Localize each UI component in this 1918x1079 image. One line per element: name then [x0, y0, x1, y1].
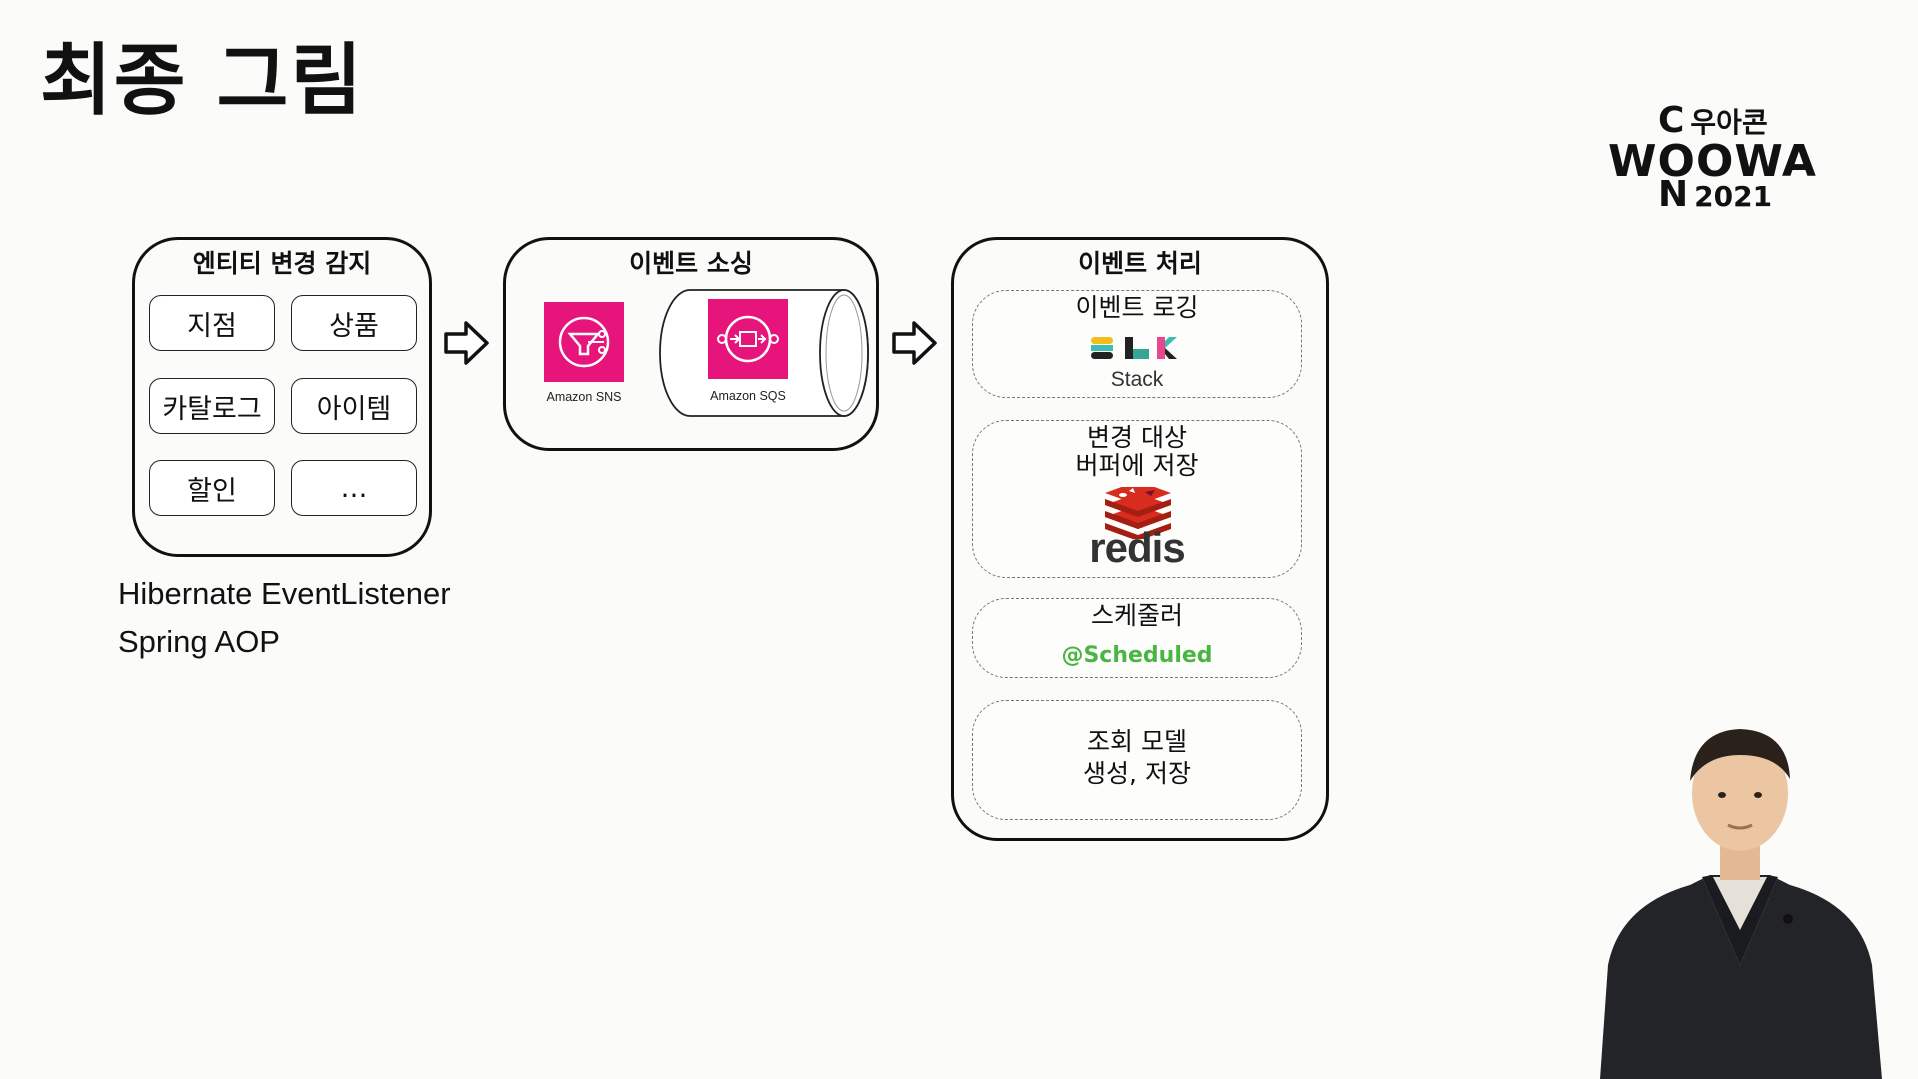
elk-stack-label: Stack [1110, 368, 1164, 391]
presenter-video [1600, 729, 1882, 1079]
entity-item: 할인 [149, 460, 275, 516]
slide-title: 최종 그림 [40, 36, 365, 126]
entity-change-title: 엔티티 변경 감지 [192, 249, 372, 278]
amazon-sqs-icon [708, 299, 788, 379]
entity-item: 카탈로그 [149, 378, 275, 434]
event-sourcing-title: 이벤트 소싱 [629, 249, 753, 278]
event-logging-title: 이벤트 로깅 [1075, 293, 1199, 322]
buffer-line1: 변경 대상 [1087, 423, 1187, 452]
entity-change-box: 엔티티 변경 감지 지점 상품 카탈로그 아이템 할인 … [132, 237, 432, 557]
elk-logo-icon [1091, 337, 1177, 359]
logo-woowa: WOOWA [1608, 136, 1817, 187]
caption-hibernate: Hibernate EventListener [118, 576, 451, 611]
amazon-sqs-label: Amazon SQS [710, 389, 786, 403]
event-logging-box: 이벤트 로깅 Stack [972, 290, 1302, 398]
event-processing-box: 이벤트 처리 이벤트 로깅 Stack 변경 대상 버퍼에 저장 [951, 237, 1329, 841]
read-model-line1: 조회 모델 [1087, 727, 1187, 756]
scheduler-box: 스케줄러 @Scheduled [972, 598, 1302, 678]
buffer-store-box: 변경 대상 버퍼에 저장 redis [972, 420, 1302, 578]
arrow-right-icon [444, 321, 489, 365]
logo-c: C [1658, 100, 1685, 141]
logo-year: 2021 [1694, 180, 1773, 213]
redis-label: redis [1089, 524, 1185, 571]
buffer-line2: 버퍼에 저장 [1075, 451, 1199, 480]
event-processing-title: 이벤트 처리 [1078, 249, 1202, 278]
event-sourcing-box: 이벤트 소싱 Amazon SNS Amazon SQS [503, 237, 879, 451]
arrow-right-icon [892, 321, 937, 365]
read-model-line2: 생성, 저장 [1083, 759, 1191, 788]
amazon-sns-icon [544, 302, 624, 382]
scheduler-title: 스케줄러 [1090, 601, 1183, 630]
entity-item: … [291, 460, 417, 516]
logo-korean: 우아콘 [1690, 106, 1768, 139]
logo-n: N [1658, 174, 1689, 215]
scheduled-annotation: @Scheduled [1061, 643, 1213, 668]
entity-item: 상품 [291, 295, 417, 351]
entity-item: 아이템 [291, 378, 417, 434]
entity-item: 지점 [149, 295, 275, 351]
read-model-box: 조회 모델 생성, 저장 [972, 700, 1302, 820]
amazon-sns-label: Amazon SNS [546, 390, 622, 404]
redis-cube-icon [1105, 487, 1171, 539]
caption-spring-aop: Spring AOP [118, 624, 280, 659]
